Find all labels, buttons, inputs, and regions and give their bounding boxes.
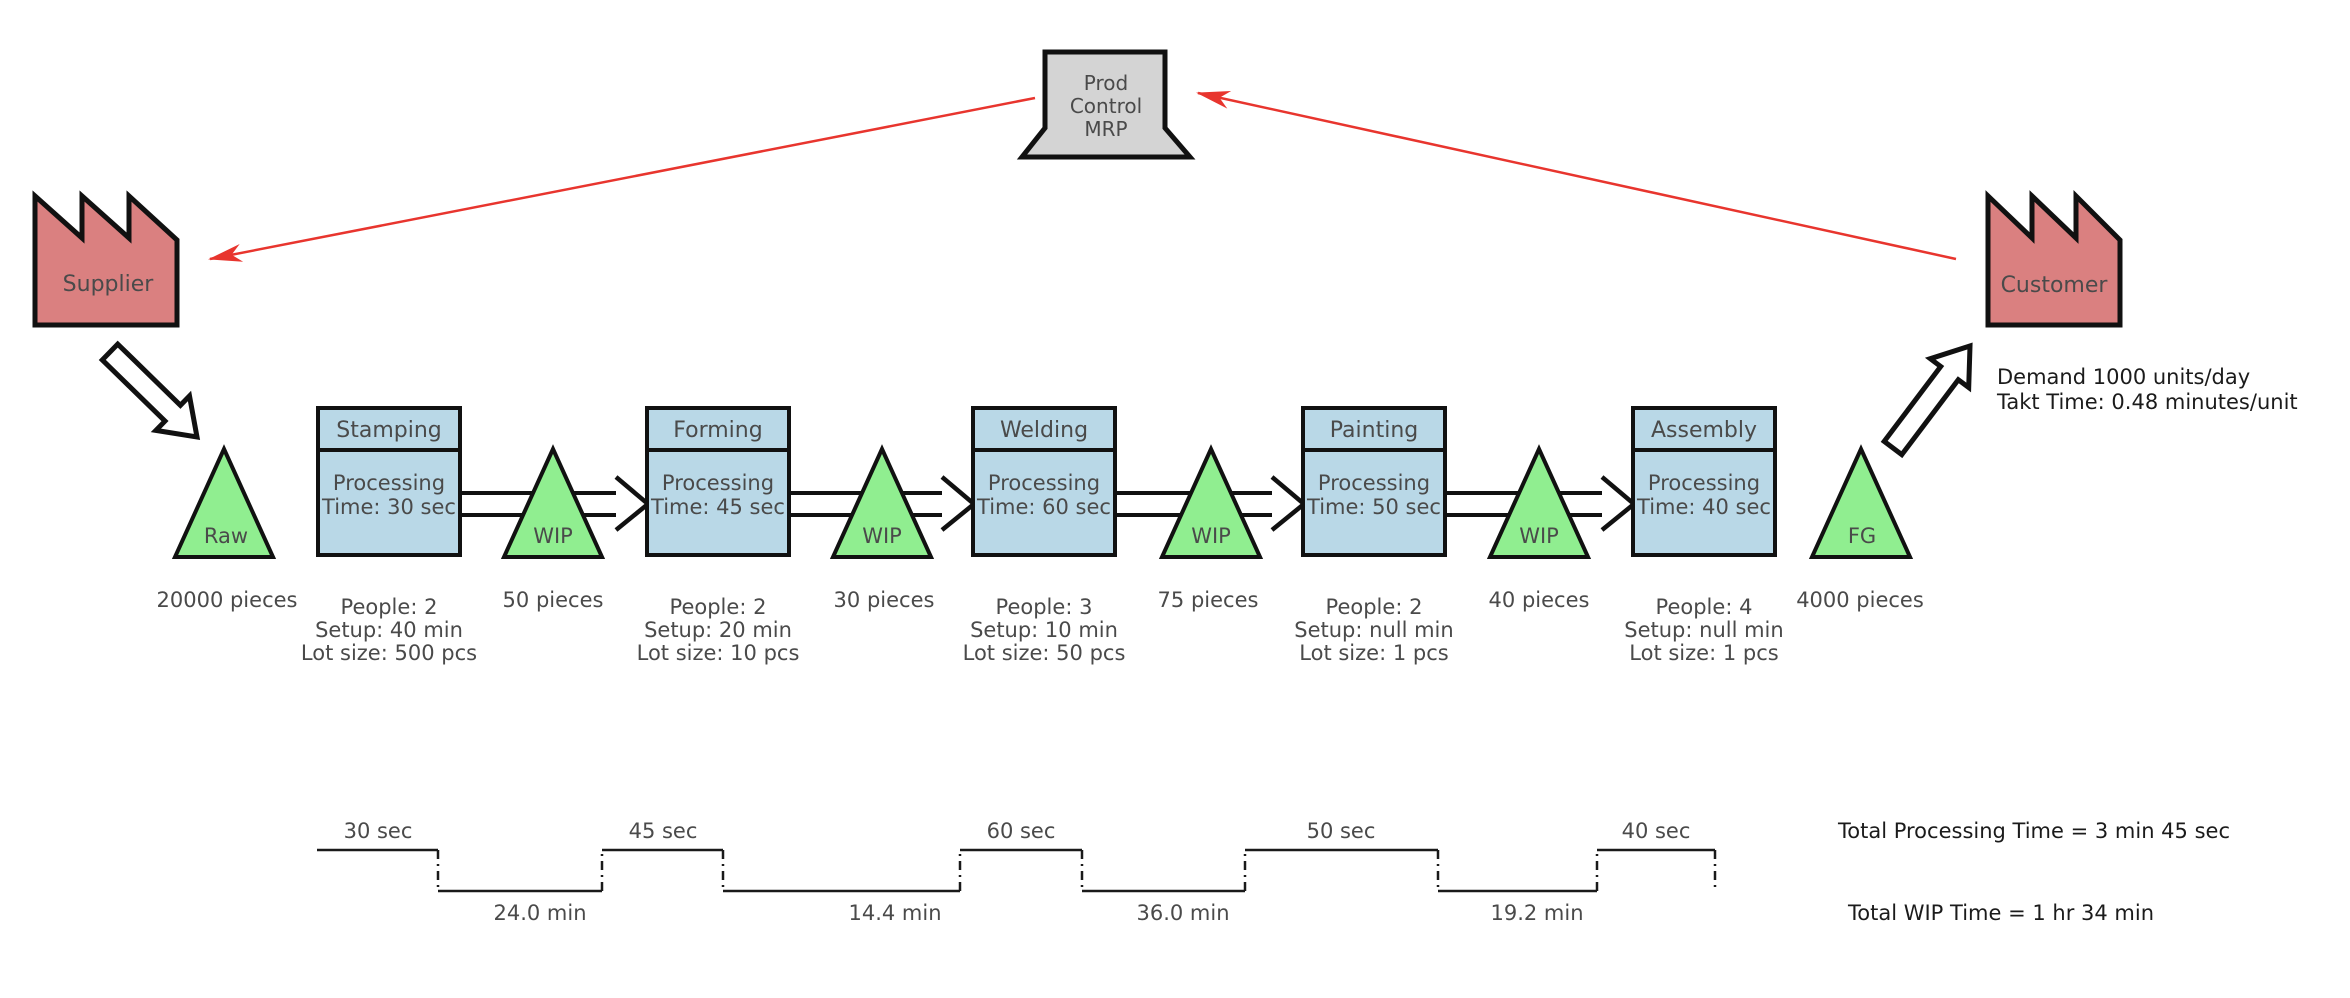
timeline-process-time: 40 sec: [1622, 819, 1691, 843]
push-arrow-head: [1600, 475, 1638, 532]
info-arrow-control-to-supplier: [208, 96, 1036, 262]
production-control-line2: Control: [1070, 94, 1142, 118]
inventory-label: WIP: [1519, 524, 1559, 548]
process-people: People: 2: [341, 595, 438, 619]
process-time-line2: Time: 40 sec: [1636, 495, 1771, 519]
process-time-line2: Time: 45 sec: [650, 495, 785, 519]
customer-factory-icon: [1985, 189, 2123, 328]
timeline-process-time: 45 sec: [629, 819, 698, 843]
customer-shipment-arrow: [1880, 342, 1973, 459]
inventory-triangle: [1486, 444, 1592, 559]
process-time-line2: Time: 60 sec: [976, 495, 1111, 519]
inventory-triangle: [171, 444, 277, 559]
inventory-label: FG: [1848, 524, 1876, 548]
push-arrow-head: [1270, 475, 1308, 532]
timeline-process-time: 30 sec: [344, 819, 413, 843]
process-rect: [645, 406, 791, 557]
customer-label: Customer: [2001, 273, 2109, 298]
process-box-stamping: Stamping Processing Time: 30 sec People:…: [301, 406, 477, 665]
supplier-shipment-arrow: [98, 340, 201, 441]
process-rect: [1631, 406, 1777, 557]
timeline-wip-time: 36.0 min: [1136, 901, 1229, 925]
process-name: Assembly: [1651, 418, 1757, 443]
process-lot-size: Lot size: 500 pcs: [301, 641, 477, 665]
process-rect: [971, 406, 1117, 557]
inventory-fg: FG 4000 pieces: [1796, 444, 1924, 612]
timeline-process-time: 50 sec: [1307, 819, 1376, 843]
production-control-line1: Prod: [1084, 71, 1128, 95]
process-setup: Setup: 10 min: [970, 618, 1118, 642]
supplier-factory-icon: [32, 190, 180, 328]
inventory-wip-2: WIP 30 pieces: [829, 444, 935, 612]
inventory-triangle: [1808, 444, 1914, 559]
timeline-wip-time: 24.0 min: [493, 901, 586, 925]
process-people: People: 3: [996, 595, 1093, 619]
inventory-pieces: 4000 pieces: [1796, 588, 1924, 612]
production-control-box: [1016, 49, 1196, 160]
process-people: People: 2: [670, 595, 767, 619]
process-setup: Setup: 20 min: [644, 618, 792, 642]
process-people: People: 4: [1656, 595, 1753, 619]
process-time-line1: Processing: [1648, 471, 1760, 495]
inventory-wip-1: WIP 50 pieces: [500, 444, 606, 612]
process-rect: [1301, 406, 1447, 557]
inventory-pieces: 50 pieces: [503, 588, 604, 612]
inventory-pieces: 75 pieces: [1158, 588, 1259, 612]
inventory-pieces: 30 pieces: [834, 588, 935, 612]
demand-text: Demand 1000 units/day: [1997, 365, 2250, 389]
process-time-line1: Processing: [1318, 471, 1430, 495]
process-time-line1: Processing: [333, 471, 445, 495]
process-box-assembly: Assembly Processing Time: 40 sec People:…: [1624, 406, 1784, 665]
process-name: Painting: [1330, 418, 1418, 443]
timeline-process-time: 60 sec: [987, 819, 1056, 843]
info-arrow-customer-to-control: [1196, 91, 1957, 261]
timeline-wip-time: 14.4 min: [848, 901, 941, 925]
inventory-triangle: [500, 444, 606, 559]
process-box-forming: Forming Processing Time: 45 sec People: …: [637, 406, 800, 665]
process-name: Welding: [1000, 418, 1088, 443]
process-lot-size: Lot size: 1 pcs: [1299, 641, 1448, 665]
timeline-wip-time: 19.2 min: [1490, 901, 1583, 925]
push-arrow-head: [940, 475, 978, 532]
process-setup: Setup: 40 min: [315, 618, 463, 642]
inventory-wip-4: WIP 40 pieces: [1486, 444, 1592, 612]
process-lot-size: Lot size: 10 pcs: [637, 641, 800, 665]
inventory-label: WIP: [862, 524, 902, 548]
inventory-triangle: [829, 444, 935, 559]
inventory-raw: Raw 20000 pieces: [157, 444, 298, 612]
total-processing-time: Total Processing Time = 3 min 45 sec: [1837, 819, 2230, 843]
process-time-line1: Processing: [662, 471, 774, 495]
process-name: Forming: [673, 418, 762, 443]
process-name: Stamping: [336, 418, 442, 443]
production-control-line3: MRP: [1084, 117, 1127, 141]
process-time-line2: Time: 50 sec: [1306, 495, 1441, 519]
inventory-pieces: 20000 pieces: [157, 588, 298, 612]
inventory-triangle: [1158, 444, 1264, 559]
takt-time-text: Takt Time: 0.48 minutes/unit: [1996, 390, 2298, 414]
inventory-wip-3: WIP 75 pieces: [1158, 444, 1264, 612]
inventory-label: WIP: [1191, 524, 1231, 548]
process-people: People: 2: [1326, 595, 1423, 619]
process-time-line2: Time: 30 sec: [321, 495, 456, 519]
timeline: 30 sec 45 sec 60 sec 50 sec 40 sec 24.0 …: [317, 819, 1717, 925]
process-box-painting: Painting Processing Time: 50 sec People:…: [1294, 406, 1454, 665]
inventory-label: Raw: [204, 524, 248, 548]
process-setup: Setup: null min: [1294, 618, 1453, 642]
process-lot-size: Lot size: 1 pcs: [1629, 641, 1778, 665]
process-lot-size: Lot size: 50 pcs: [963, 641, 1126, 665]
push-arrow-head: [614, 475, 652, 532]
inventory-label: WIP: [533, 524, 573, 548]
inventory-pieces: 40 pieces: [1489, 588, 1590, 612]
process-time-line1: Processing: [988, 471, 1100, 495]
supplier-label: Supplier: [63, 272, 155, 297]
total-wip-time: Total WIP Time = 1 hr 34 min: [1847, 901, 2154, 925]
process-rect: [316, 406, 462, 557]
process-box-welding: Welding Processing Time: 60 sec People: …: [963, 406, 1126, 665]
process-setup: Setup: null min: [1624, 618, 1783, 642]
